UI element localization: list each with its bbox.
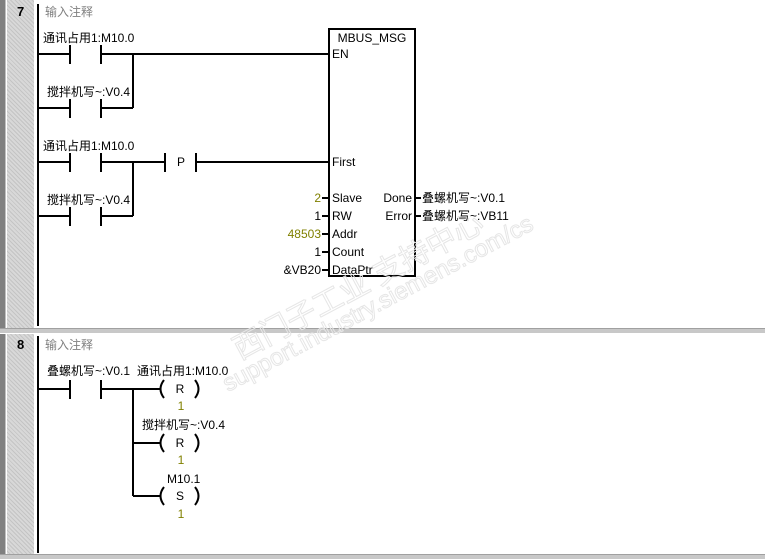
editor-left-border [0,0,6,558]
network-7-gutter [7,0,34,328]
coil-count[interactable]: 1 [177,507,185,521]
pin-addr: Addr [332,227,358,241]
reset-coil[interactable]: R [175,382,185,396]
addr-value[interactable]: 48503 [287,227,321,241]
pin-count: Count [332,245,365,259]
pin-slave: Slave [332,191,363,205]
rw-value[interactable]: 1 [314,209,321,223]
network-comment[interactable]: 输入注释 [45,5,94,19]
network-comment[interactable]: 输入注释 [45,338,94,352]
network-number: 8 [17,337,25,352]
positive-edge-contact[interactable]: P [177,155,186,169]
network-number: 7 [17,4,25,19]
network-separator [0,328,765,334]
coil-operand[interactable]: M10.1 [167,472,201,486]
error-value[interactable]: 叠螺机写~:VB11 [422,209,509,223]
coil-operand[interactable]: 通讯占用1:M10.0 [137,364,229,378]
coil-count[interactable]: 1 [177,453,185,467]
contact-label[interactable]: 搅拌机写~:V0.4 [47,85,131,99]
pin-first: First [332,155,356,169]
slave-value[interactable]: 2 [314,191,321,205]
dataptr-value[interactable]: &VB20 [283,263,321,277]
done-value[interactable]: 叠螺机写~:V0.1 [422,191,506,205]
contact-label[interactable]: 通讯占用1:M10.0 [43,139,135,153]
contact-label[interactable]: 通讯占用1:M10.0 [43,31,135,45]
count-value[interactable]: 1 [314,245,321,259]
pin-rw: RW [332,209,352,223]
pin-error: Error [385,209,412,223]
network-8-gutter [7,334,34,556]
pin-en: EN [332,47,349,61]
coil-operand[interactable]: 搅拌机写~:V0.4 [142,418,226,432]
pin-dataptr: DataPtr [332,263,373,277]
block-title[interactable]: MBUS_MSG [337,31,407,45]
reset-coil[interactable]: R [175,436,185,450]
set-coil[interactable]: S [175,489,184,503]
pin-done: Done [383,191,412,205]
coil-count[interactable]: 1 [177,399,185,413]
contact-label[interactable]: 搅拌机写~:V0.4 [47,193,131,207]
contact-label[interactable]: 叠螺机写~:V0.1 [47,364,131,378]
